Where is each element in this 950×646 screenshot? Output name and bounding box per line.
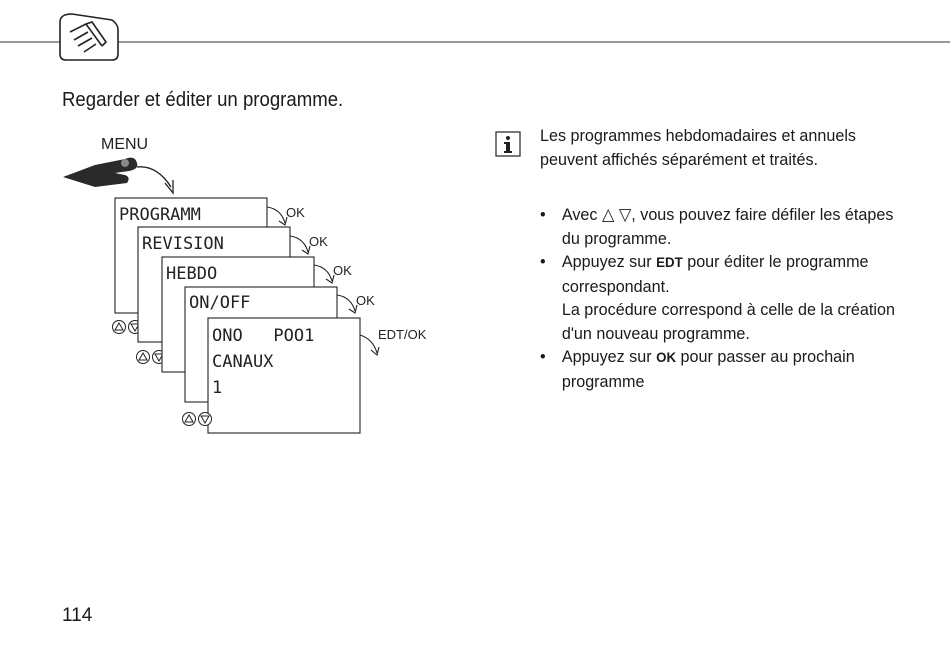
page-number: 114 xyxy=(62,605,93,626)
step-text: Appuyez sur xyxy=(561,252,657,271)
menu-diagram: MENU PROGRAMM OK REVISION OK HEBDO OK xyxy=(63,136,427,434)
key-label: OK xyxy=(656,349,677,365)
ok-label: OK xyxy=(286,205,305,220)
info-icon xyxy=(495,131,521,157)
nav-arrows-2[interactable] xyxy=(136,350,166,364)
steps-list: • Avec △ ▽, vous pouvez faire défiler les… xyxy=(540,203,911,393)
screen-text: ONO POO1 xyxy=(212,326,314,346)
page-title: Regarder et éditer un programme. xyxy=(62,89,344,111)
step-text: pour passer au prochain programme xyxy=(561,347,855,391)
bullet: • xyxy=(540,205,546,224)
edt-ok-label: EDT/OK xyxy=(378,327,427,342)
step-text: pour éditer le programme correspondant. xyxy=(561,252,869,296)
screen-text: 1 xyxy=(212,378,222,398)
pointing-hand-icon xyxy=(63,157,138,187)
info-note: Les programmes hebdomadaires et annuels … xyxy=(540,124,901,171)
nav-arrows-1[interactable] xyxy=(112,320,142,334)
ok-label: OK xyxy=(356,293,375,308)
step-item: • Avec △ ▽, vous pouvez faire défiler les… xyxy=(540,203,911,250)
info-note-text: Les programmes hebdomadaires et annuels … xyxy=(540,126,857,169)
ok-label: OK xyxy=(333,263,352,278)
screen-text: HEBDO xyxy=(166,264,217,284)
key-label: EDT xyxy=(656,254,683,270)
nav-arrows-3[interactable] xyxy=(182,412,212,426)
bullet: • xyxy=(540,252,546,271)
screen-text: PROGRAMM xyxy=(119,205,201,225)
hand-pointing-icon xyxy=(59,13,119,61)
menu-label: MENU xyxy=(101,136,148,153)
screen-text: REVISION xyxy=(142,234,224,254)
screen-text: CANAUX xyxy=(212,352,274,372)
header-rule xyxy=(0,13,950,61)
ok-label: OK xyxy=(309,234,328,249)
step-item: • Appuyez sur EDT pour éditer le programm… xyxy=(540,250,911,345)
step-text: Appuyez sur xyxy=(561,347,657,366)
bullet: • xyxy=(540,347,546,366)
step-item: • Appuyez sur OK pour passer au prochain … xyxy=(540,345,911,393)
step-text: Avec △ ▽, vous pouvez faire défiler les … xyxy=(561,205,894,248)
step-text: La procédure correspond à celle de la cr… xyxy=(561,300,895,343)
screen-channels: ONO POO1 CANAUX 1 EDT/OK xyxy=(207,317,427,434)
screen-text: ON/OFF xyxy=(189,293,250,313)
